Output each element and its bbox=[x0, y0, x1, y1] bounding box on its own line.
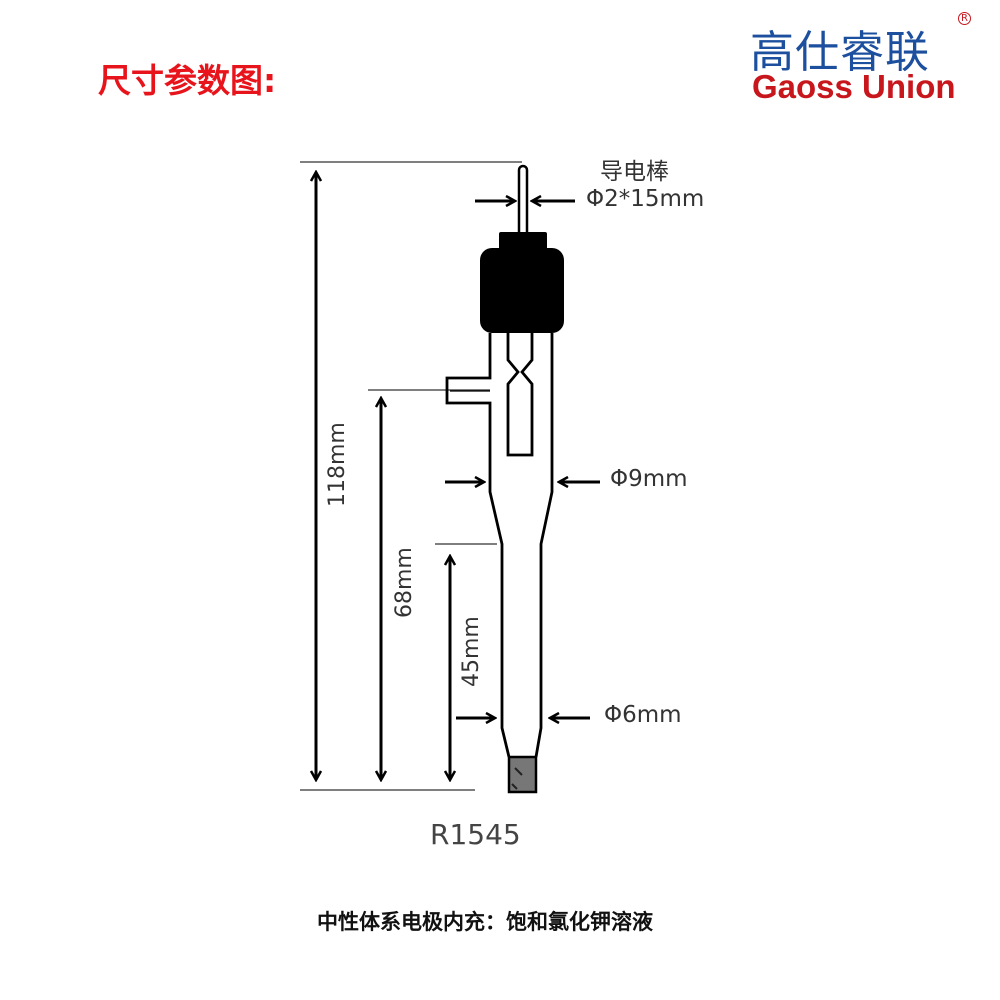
conductive-rod bbox=[517, 164, 529, 238]
fill-solution-note: 中性体系电极内充：饱和氯化钾溶液 bbox=[317, 910, 653, 934]
logo-english: Gaoss Union bbox=[752, 68, 956, 105]
length-45-label: 45mm bbox=[459, 616, 484, 687]
cap bbox=[480, 248, 564, 333]
glass-body bbox=[445, 333, 554, 758]
body-diameter: Φ9mm bbox=[610, 466, 688, 492]
total-length-label: 118mm bbox=[325, 422, 350, 507]
rod-dimension: Φ2*15mm bbox=[586, 186, 705, 212]
registered-mark: R bbox=[958, 12, 971, 25]
tip-diameter: Φ6mm bbox=[604, 702, 682, 728]
model-number: R1545 bbox=[430, 818, 521, 851]
extension-lines bbox=[300, 161, 522, 791]
cap-top bbox=[499, 232, 547, 252]
rod-label: 导电棒 bbox=[600, 159, 669, 185]
logo-chinese: 高仕睿联 bbox=[750, 27, 930, 78]
length-68-label: 68mm bbox=[392, 547, 417, 618]
page-title: 尺寸参数图: bbox=[98, 61, 277, 100]
